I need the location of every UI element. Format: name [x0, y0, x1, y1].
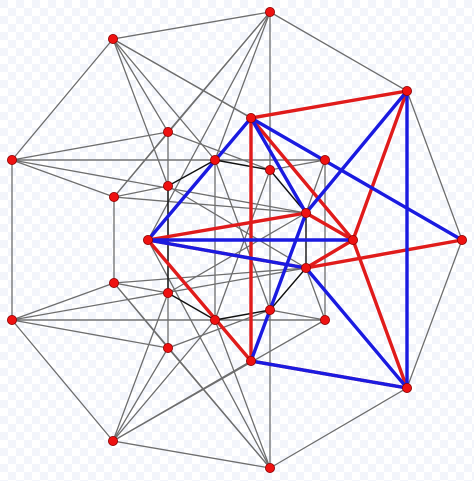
gray-edge-group: [11, 11, 463, 469]
blue-edge-i2-o1: [304, 89, 409, 215]
gray-edge-o5-r2: [112, 360, 252, 442]
gray-edge-o6-i3: [11, 267, 307, 321]
gray-edge-o7-m0: [11, 131, 169, 161]
vertex-i7: [162, 287, 173, 298]
gray-edge-o3-o4: [269, 387, 408, 469]
vertex-o6: [7, 314, 17, 325]
blue-edge-r0-i2: [249, 116, 308, 215]
gray-edge-i7-i2: [167, 212, 307, 294]
blue-edge-r0-r3: [146, 116, 253, 242]
vertex-i5: [209, 314, 220, 325]
gray-edge-o4-o5: [112, 440, 271, 469]
red-edge-r2-r3: [146, 238, 253, 363]
red-edge-r0-o1: [249, 89, 409, 120]
red-edge-i3-o2: [304, 238, 464, 270]
gray-edge-m0-i1: [167, 131, 271, 171]
vertex-i0: [209, 154, 220, 165]
blue-edge-r2-i2: [249, 211, 308, 363]
red-edge-i3-r1: [304, 238, 355, 270]
vertex-o7: [7, 154, 17, 165]
gray-edge-o8-i0: [112, 38, 216, 161]
gray-edge-o8-m0: [112, 38, 169, 133]
vertex-group: [7, 7, 467, 473]
vertex-r0: [245, 113, 256, 124]
dark-edge-i6-i0: [167, 159, 216, 187]
dark-edge-i0-i1: [214, 159, 271, 171]
gray-edge-o7-m4: [11, 159, 115, 198]
vertex-r3: [142, 234, 153, 245]
gray-edge-m3-i4: [167, 309, 271, 349]
gray-edge-o1-o2: [406, 90, 463, 241]
gray-edge-m2-i3: [305, 267, 326, 321]
vertex-i3: [300, 262, 311, 273]
gray-edge-m2-i4: [269, 309, 326, 321]
vertex-o8: [108, 34, 119, 45]
gray-edge-o6-m3: [11, 319, 169, 349]
red-edge-o1-r1: [351, 89, 409, 242]
gray-edge-i0-i4: [214, 159, 271, 311]
red-edge-r1-o3: [351, 238, 409, 390]
vertex-o5: [108, 435, 119, 446]
gray-edge-o5-o6: [11, 319, 114, 442]
vertex-o3: [401, 382, 412, 393]
gray-edge-o4-i5: [214, 319, 271, 469]
blue-edge-r2-o3: [249, 359, 409, 390]
gray-edge-m4-i6: [113, 185, 169, 198]
vertex-o2: [456, 234, 467, 245]
vertex-o4: [264, 462, 275, 473]
gray-edge-o5-i5: [112, 319, 216, 442]
blue-edge-group: [146, 89, 464, 390]
gray-edge-o6-m5: [11, 282, 115, 321]
vertex-i1: [264, 164, 275, 175]
vertex-i4: [264, 304, 275, 315]
vertex-m1: [319, 154, 330, 165]
vertex-m5: [109, 277, 120, 288]
gray-edge-o7-o8: [11, 38, 114, 161]
dark-edge-i4-i5: [214, 309, 271, 321]
gray-edge-m5-m3: [113, 282, 169, 349]
vertex-o0: [264, 7, 275, 17]
gray-edge-o2-o3: [406, 239, 463, 389]
gray-edge-o8-r0: [112, 38, 252, 119]
dark-edge-i5-i7: [167, 292, 216, 321]
vertex-m4: [109, 191, 120, 202]
gray-edge-o8-o0: [112, 11, 271, 40]
gray-edge-m1-i2: [305, 159, 326, 214]
gray-edge-o8-i6: [112, 38, 169, 187]
gray-edge-o0-i0: [214, 11, 271, 161]
gray-edge-i6-i3: [167, 185, 307, 269]
red-edge-i2-r1: [304, 211, 355, 242]
gray-edge-m5-i3: [113, 267, 307, 284]
red-edge-r3-i2: [146, 211, 308, 242]
dark-edge-i3-i4: [269, 267, 307, 311]
vertex-m0: [162, 127, 173, 138]
gray-edge-o0-o1: [269, 11, 408, 92]
vertex-r1: [347, 234, 358, 245]
gray-edge-o5-i7: [112, 292, 169, 442]
red-edge-r0-r1: [249, 116, 355, 242]
vertex-m3: [162, 342, 173, 353]
gray-edge-m5-i7: [113, 282, 169, 294]
vertex-m2: [319, 314, 330, 325]
gray-edge-m4-i2: [113, 196, 307, 214]
vertex-i6: [162, 180, 173, 191]
blue-edge-i3-o3: [304, 266, 409, 390]
gray-edge-i5-i1: [214, 169, 271, 321]
blue-edge-r0-o2: [249, 116, 464, 242]
vertex-r2: [245, 355, 256, 366]
blue-edge-r3-i3: [146, 238, 308, 270]
gray-edge-o5-m3: [112, 347, 169, 442]
vertex-o1: [401, 86, 412, 97]
vertex-i2: [300, 207, 311, 218]
gray-edge-m0-m4: [113, 131, 169, 198]
